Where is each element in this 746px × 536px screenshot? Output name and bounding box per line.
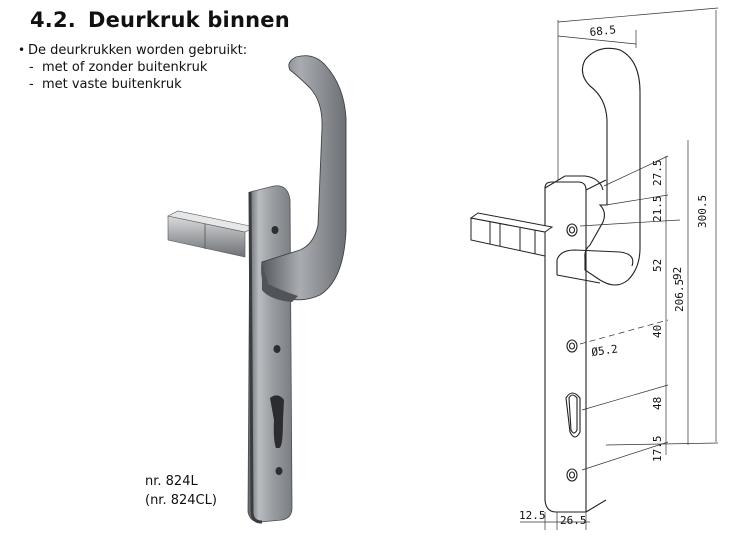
dimension-labels: 68.5 300.5 206.5 27.5 21.5 52 92 40 Ø5.2… xyxy=(519,23,709,527)
spindle-drawing xyxy=(469,212,554,257)
dim-spacing-52: 52 xyxy=(651,259,664,272)
dim-hole-offset: 21.5 xyxy=(651,196,664,223)
drawing-outline xyxy=(544,47,641,513)
intro-item-1: met of zonder buitenkruk xyxy=(18,59,247,76)
product-code: nr. 824L xyxy=(145,474,198,489)
product-caption: nr. 824L (nr. 824CL) xyxy=(145,472,217,510)
dim-cylinder-48: 48 xyxy=(651,397,664,410)
dim-upper-offset: 27.5 xyxy=(651,160,664,187)
handle-lever-photo xyxy=(261,55,347,302)
spindle-photo xyxy=(167,210,256,258)
section-number: 4.2. xyxy=(30,8,76,32)
intro-item-2: met vaste buitenkruk xyxy=(18,76,247,93)
dim-base-12-5: 12.5 xyxy=(519,509,546,522)
intro-list: De deurkrukken worden gebruikt: met of z… xyxy=(18,42,247,93)
dim-spacing-92: 92 xyxy=(671,267,684,280)
dim-top-width: 68.5 xyxy=(589,23,617,39)
dim-handle-to-hole: 206.5 xyxy=(673,279,686,312)
dim-hole-diameter: Ø5.2 xyxy=(591,342,619,359)
dim-base-26-5: 26.5 xyxy=(560,514,587,527)
dim-spacing-40: 40 xyxy=(651,325,664,338)
dim-bottom-17-5: 17.5 xyxy=(651,436,664,463)
section-title: Deurkruk binnen xyxy=(87,8,290,32)
dimension-lines xyxy=(520,7,719,530)
product-alt-code: (nr. 824CL) xyxy=(145,493,217,508)
section-heading: 4.2. Deurkruk binnen xyxy=(30,8,290,32)
dim-total-height: 300.5 xyxy=(696,195,709,228)
intro-bullet: De deurkrukken worden gebruikt: xyxy=(18,42,247,59)
